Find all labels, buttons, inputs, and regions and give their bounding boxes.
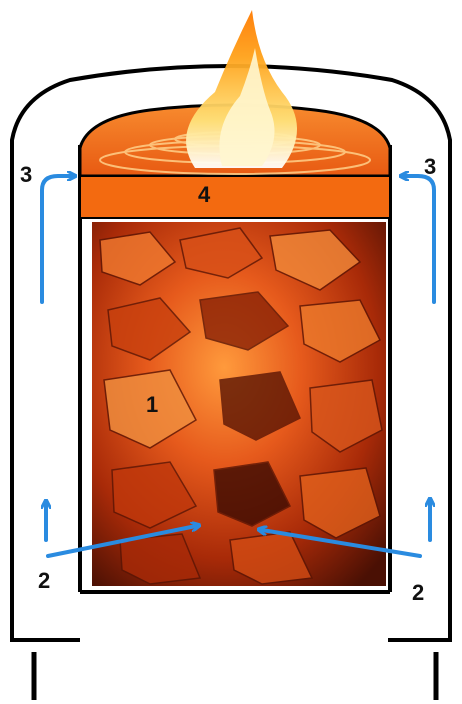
stove-legs xyxy=(34,652,436,700)
label-primary-air-right: 2 xyxy=(412,580,424,605)
flame xyxy=(186,10,297,168)
label-primary-air-left: 2 xyxy=(38,568,50,593)
gas-burning-band xyxy=(80,176,390,218)
fuel-chamber xyxy=(92,222,386,586)
label-secondary-air-left: 3 xyxy=(20,162,32,187)
secondary-air-arrow-right xyxy=(404,176,434,302)
secondary-air-arrow-left xyxy=(42,176,72,302)
label-gas-burning-zone: 4 xyxy=(198,182,211,207)
label-fuel-chamber: 1 xyxy=(146,392,158,417)
label-secondary-air-right: 3 xyxy=(424,154,436,179)
